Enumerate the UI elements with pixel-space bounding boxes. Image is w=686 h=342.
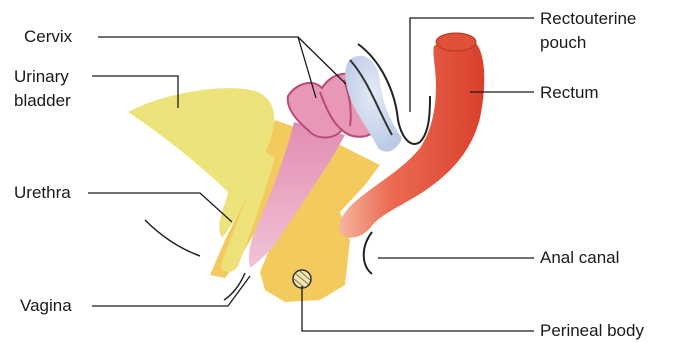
label-cervix: Cervix [24, 26, 72, 48]
leader-vagina [92, 276, 250, 306]
label-urinary-bladder-line1: Urinary [14, 66, 69, 88]
leader-perineal-body [302, 286, 534, 331]
anal-canal-curve [364, 232, 372, 274]
leader-urethra [88, 193, 232, 222]
label-urethra: Urethra [14, 182, 71, 204]
rectouterine-pouch [345, 56, 402, 152]
label-rectum: Rectum [540, 82, 599, 104]
label-anal-canal: Anal canal [540, 247, 619, 269]
bladder-wall-line [145, 220, 200, 256]
label-urinary-bladder-line2: bladder [14, 90, 71, 112]
rectum-top-opening [436, 33, 476, 51]
label-rectouterine-pouch-line2: pouch [540, 32, 586, 54]
label-vagina: Vagina [20, 295, 72, 317]
label-perineal-body: Perineal body [540, 320, 644, 342]
label-rectouterine-pouch-line1: Rectouterine [540, 8, 636, 30]
